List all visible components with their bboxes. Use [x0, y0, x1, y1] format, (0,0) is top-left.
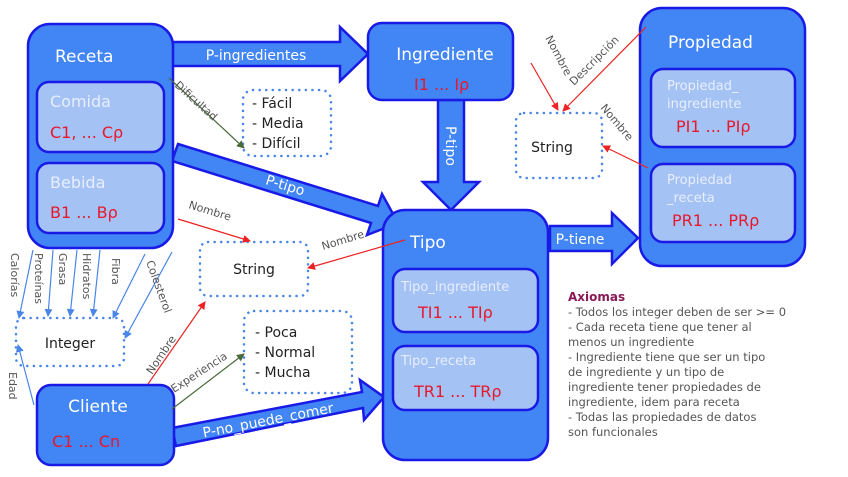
edge-edad: Edad [6, 344, 35, 406]
subclass-propiedad-receta[interactable]: Propiedad _receta PR1 ... PRρ [649, 162, 797, 244]
ingrediente-title: Ingrediente [396, 45, 494, 65]
edge-proteinas: Proteínas [32, 249, 54, 317]
bebida-instances: B1 ... Bρ [50, 203, 118, 222]
tipo-receta-instances: TR1 ... TRρ [413, 382, 502, 401]
nombre-cliente-label: Nombre [144, 333, 179, 377]
tipo-receta-title: Tipo_receta [400, 354, 476, 369]
p-tipo-ingrediente-arrow: P-tipo [419, 98, 483, 212]
propiedad-ingrediente-title-2: ingrediente [667, 97, 741, 112]
subclass-propiedad-ingrediente[interactable]: Propiedad_ ingrediente PI1 ... PIρ [649, 67, 797, 149]
class-tipo[interactable]: Tipo Tipo_ingrediente TI1 ... TIρ Tipo_r… [381, 208, 550, 462]
edad-label: Edad [6, 372, 19, 400]
p-no-puede-comer-arrow: P-no_puede_comer [170, 377, 386, 448]
bebida-title: Bebida [50, 173, 105, 192]
dificultad-label: Dificultad [172, 79, 220, 124]
tipo-ingrediente-title: Tipo_ingrediente [400, 280, 509, 295]
edge-colesterol: Colesterol [124, 251, 174, 339]
datatype-integer: Integer [14, 316, 126, 368]
fibra-label: Fibra [109, 258, 122, 285]
experiencia-value-poca: - Poca [255, 325, 297, 341]
p-tipo-ingrediente-label: P-tipo [442, 126, 458, 166]
edge-calorias: Calorías [8, 249, 34, 319]
axiomas-title: Axiomas [568, 290, 625, 304]
nombre-tipo-label: Nombre [320, 228, 366, 253]
propiedad-ingrediente-instances: PI1 ... PIρ [676, 117, 751, 136]
datatype-dificultad: - Fácil - Media - Difícil [241, 88, 333, 158]
edge-grasa: Grasa [56, 249, 78, 317]
propiedad-receta-instances: PR1 ... PRρ [672, 211, 759, 230]
comida-title: Comida [50, 92, 111, 111]
class-propiedad[interactable]: Propiedad Propiedad_ ingrediente PI1 ...… [638, 6, 807, 268]
p-tiene-label: P-tiene [556, 232, 605, 248]
string-right-label: String [531, 140, 573, 156]
axiom-line: ingrediente tener propiedades de [568, 380, 761, 394]
axiom-line: menos un ingrediente [568, 335, 694, 349]
cliente-title: Cliente [68, 397, 128, 417]
class-ingrediente[interactable]: Ingrediente I1 ... Iρ [366, 21, 515, 102]
hidratos-label: Hidratos [80, 253, 93, 300]
tipo-ingrediente-instances: TI1 ... TIρ [417, 303, 493, 322]
datatype-string-right: String [514, 111, 604, 180]
cliente-instances: C1 ... Cn [52, 432, 120, 451]
axiom-line: - Ingrediente tiene que ser un tipo [568, 350, 765, 364]
colesterol-label: Colesterol [143, 259, 174, 315]
nombre-receta-label: Nombre [187, 198, 233, 223]
calorias-label: Calorías [8, 253, 21, 298]
p-tipo-receta-arrow: P-tipo [170, 142, 400, 238]
axiom-line: - Todas las propiedades de datos [568, 410, 756, 424]
propiedad-receta-title-1: Propiedad [667, 173, 732, 188]
datatype-string-center: String [198, 240, 310, 298]
dificultad-value-dificil: - Difícil [252, 136, 300, 152]
proteinas-label: Proteínas [32, 253, 45, 304]
comida-instances: C1, ... Cρ [50, 123, 123, 142]
subclass-tipo-ingrediente[interactable]: Tipo_ingrediente TI1 ... TIρ [391, 267, 540, 334]
subclass-tipo-receta[interactable]: Tipo_receta TR1 ... TRρ [391, 344, 540, 412]
tipo-title: Tipo [409, 233, 446, 253]
dificultad-value-media: - Media [252, 116, 304, 132]
experiencia-value-mucha: - Mucha [255, 365, 311, 381]
p-tiene-arrow: P-tiene [548, 210, 640, 268]
edge-hidratos: Hidratos [80, 249, 101, 317]
edge-nombre-receta: Nombre [177, 198, 251, 243]
dificultad-value-facil: - Fácil [252, 96, 292, 112]
grasa-label: Grasa [56, 253, 69, 285]
propiedad-ingrediente-title-1: Propiedad_ [667, 79, 739, 94]
axiom-line: - Todos los integer deben de ser >= 0 [568, 305, 786, 319]
edge-descripcion: Descripción [562, 26, 647, 112]
integer-label: Integer [45, 336, 96, 352]
axiom-line: son funcionales [568, 425, 658, 439]
p-no-puede-comer-label: P-no_puede_comer [201, 400, 335, 441]
receta-title: Receta [55, 47, 113, 67]
nombre-ingrediente-label: Nombre [542, 33, 574, 78]
propiedad-receta-title-2: _receta [666, 191, 715, 206]
edge-fibra: Fibra [109, 253, 146, 319]
axiomas-block: Axiomas - Todos los integer deben de ser… [568, 290, 786, 439]
axiom-line: ingrediente, idem para receta [568, 395, 740, 409]
axiom-line: - Cada receta tiene que tener al [568, 320, 752, 334]
edge-nombre-ingrediente: Nombre [530, 33, 574, 111]
subclass-comida[interactable]: Comida C1, ... Cρ [35, 80, 166, 154]
ingrediente-instances: I1 ... Iρ [414, 75, 469, 94]
datatype-experiencia: - Poca - Normal - Mucha [242, 309, 354, 395]
axiom-line: de ingrediente y un tipo de [568, 365, 724, 379]
p-ingredientes-arrow: P-ingredientes [170, 24, 370, 84]
string-center-label: String [233, 262, 275, 278]
edge-dificultad: Dificultad [168, 77, 245, 149]
p-ingredientes-label: P-ingredientes [206, 48, 307, 64]
class-cliente[interactable]: Cliente C1 ... Cn [35, 383, 176, 467]
class-receta[interactable]: Receta Comida C1, ... Cρ Bebida B1 ... B… [26, 22, 175, 250]
edge-experiencia: Experiencia [169, 350, 245, 410]
subclass-bebida[interactable]: Bebida B1 ... Bρ [35, 161, 166, 235]
nombre-propiedad-label: Nombre [598, 102, 636, 144]
experiencia-value-normal: - Normal [255, 345, 315, 361]
propiedad-title: Propiedad [668, 33, 753, 53]
